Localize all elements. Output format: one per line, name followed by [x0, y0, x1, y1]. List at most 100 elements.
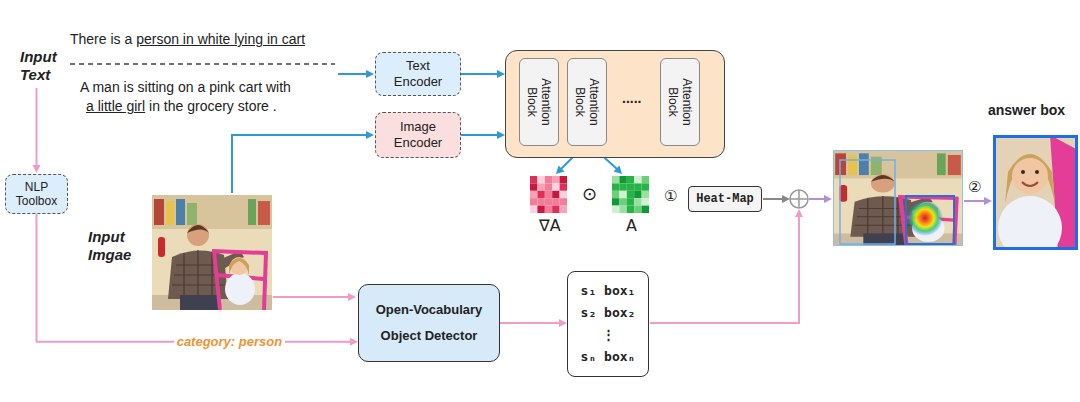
attention-block: Attention Block: [519, 58, 559, 146]
rotated-text: Attention Block: [525, 63, 553, 141]
grey-arrow: [763, 195, 790, 203]
rotated-text: Attention Block: [666, 63, 694, 141]
node-text: Attention Block: [573, 63, 601, 141]
sentence-text: in the grocery store .: [149, 98, 277, 114]
arrowhead: [497, 131, 505, 139]
sentence-text: There is a: [70, 31, 132, 47]
grid-cell: [560, 183, 567, 190]
grid-cell: [619, 176, 626, 183]
grid-cell: [612, 198, 619, 205]
purple-arrows: [809, 195, 992, 205]
grid-cell: [642, 183, 649, 190]
detector-box: Open-Vocabulary Object Detector: [358, 284, 500, 362]
grid-cell: [560, 198, 567, 205]
connector-line: [500, 322, 560, 324]
label: Input Imgae: [88, 228, 144, 264]
grid-cell: [530, 183, 537, 190]
grid-cell: [612, 176, 619, 183]
grid-cell: [634, 198, 641, 205]
grid-cell: [530, 206, 537, 213]
encoder-box: Image Encoder: [375, 112, 461, 158]
encoder-box: Text Encoder: [375, 52, 461, 96]
grid-cell: [627, 198, 634, 205]
sentence-text: A man is sitting on a pink cart with: [80, 79, 291, 95]
sentence-line: a little girlin the grocery store .: [86, 98, 277, 115]
attention-block: Attention Block: [660, 58, 700, 146]
connector: [461, 70, 505, 78]
node-text: Text Encoder: [382, 58, 454, 90]
plus-symbol: [790, 190, 808, 208]
grid-cell: [560, 176, 567, 183]
node-text: Attention Block: [666, 63, 694, 141]
heatmap-box: Heat-Map: [688, 186, 762, 212]
node-text: Open-Vocabulary Object Detector: [365, 297, 493, 349]
grid-cell: [619, 183, 626, 190]
grid-cell: [545, 191, 552, 198]
label: A: [626, 216, 637, 235]
grid-cell: [642, 206, 649, 213]
label: ⊙: [582, 184, 597, 204]
connector: [500, 319, 567, 327]
photo-frame: [834, 151, 963, 246]
grid-cell: [530, 191, 537, 198]
grid-cell: [530, 198, 537, 205]
transformer-panel: Attention Block Attention Block Attention …: [505, 50, 725, 158]
node-text: ⋮: [602, 324, 615, 346]
grid-cell: [552, 206, 559, 213]
sentence-line: There is aperson in white lying in cart: [70, 31, 305, 48]
grid-cell: [634, 183, 641, 190]
label: ②: [968, 178, 981, 196]
label: ∇A: [539, 216, 561, 235]
label: answer box: [988, 102, 1065, 119]
grid-cell: [552, 198, 559, 205]
grid-cell: [619, 191, 626, 198]
attention-block: Attention Block: [567, 58, 607, 146]
grid-cell: [560, 206, 567, 213]
label: Input Text: [20, 48, 72, 84]
grid-cell: [634, 176, 641, 183]
grid-cell: [560, 191, 567, 198]
grid-cell: [612, 206, 619, 213]
label: ①: [664, 187, 677, 205]
connector: [37, 214, 359, 346]
grid-cell: [634, 206, 641, 213]
result-photo: [833, 150, 963, 246]
dashed-separator: [70, 63, 335, 65]
grid-cell: [537, 176, 544, 183]
grid-cell: [642, 191, 649, 198]
grid-cell: [545, 198, 552, 205]
attention-grid: [612, 176, 649, 213]
arrowhead: [350, 338, 358, 346]
grid-cell: [634, 191, 641, 198]
grid-cell: [642, 176, 649, 183]
grid-cell: [552, 183, 559, 190]
sentence-line: A man is sitting on a pink cart with: [80, 79, 291, 96]
arrowhead: [497, 70, 505, 78]
grid-cell: [627, 183, 634, 190]
edge-label: category: person: [174, 334, 285, 349]
node-text: s₁ box₁: [581, 280, 636, 302]
grid-cell: [612, 183, 619, 190]
underlined-phrase: a little girl: [86, 98, 145, 114]
rotated-text: Attention Block: [573, 63, 601, 141]
grid-cell: [545, 183, 552, 190]
underlined-phrase: person in white lying in cart: [136, 31, 305, 47]
connector-line: [461, 73, 498, 75]
node-text: Image Encoder: [382, 119, 454, 151]
grid-cell: [612, 191, 619, 198]
connector-line: [37, 214, 352, 342]
grid-cell: [627, 176, 634, 183]
label: .....: [622, 90, 641, 106]
grid-cell: [642, 198, 649, 205]
connector-line: [461, 134, 498, 136]
grid-cell: [627, 206, 634, 213]
node-text: sₙ boxₙ: [581, 346, 636, 368]
pink-arrowheads: [33, 165, 804, 301]
grid-cell: [537, 198, 544, 205]
node-text: s₂ box₂: [581, 302, 636, 324]
input-photo: [152, 195, 272, 310]
grid-cell: [552, 191, 559, 198]
gradient-grid: [530, 176, 567, 213]
arrowhead: [559, 319, 567, 327]
score-list: s₁ box₁s₂ box₂⋮sₙ boxₙ: [567, 271, 649, 377]
